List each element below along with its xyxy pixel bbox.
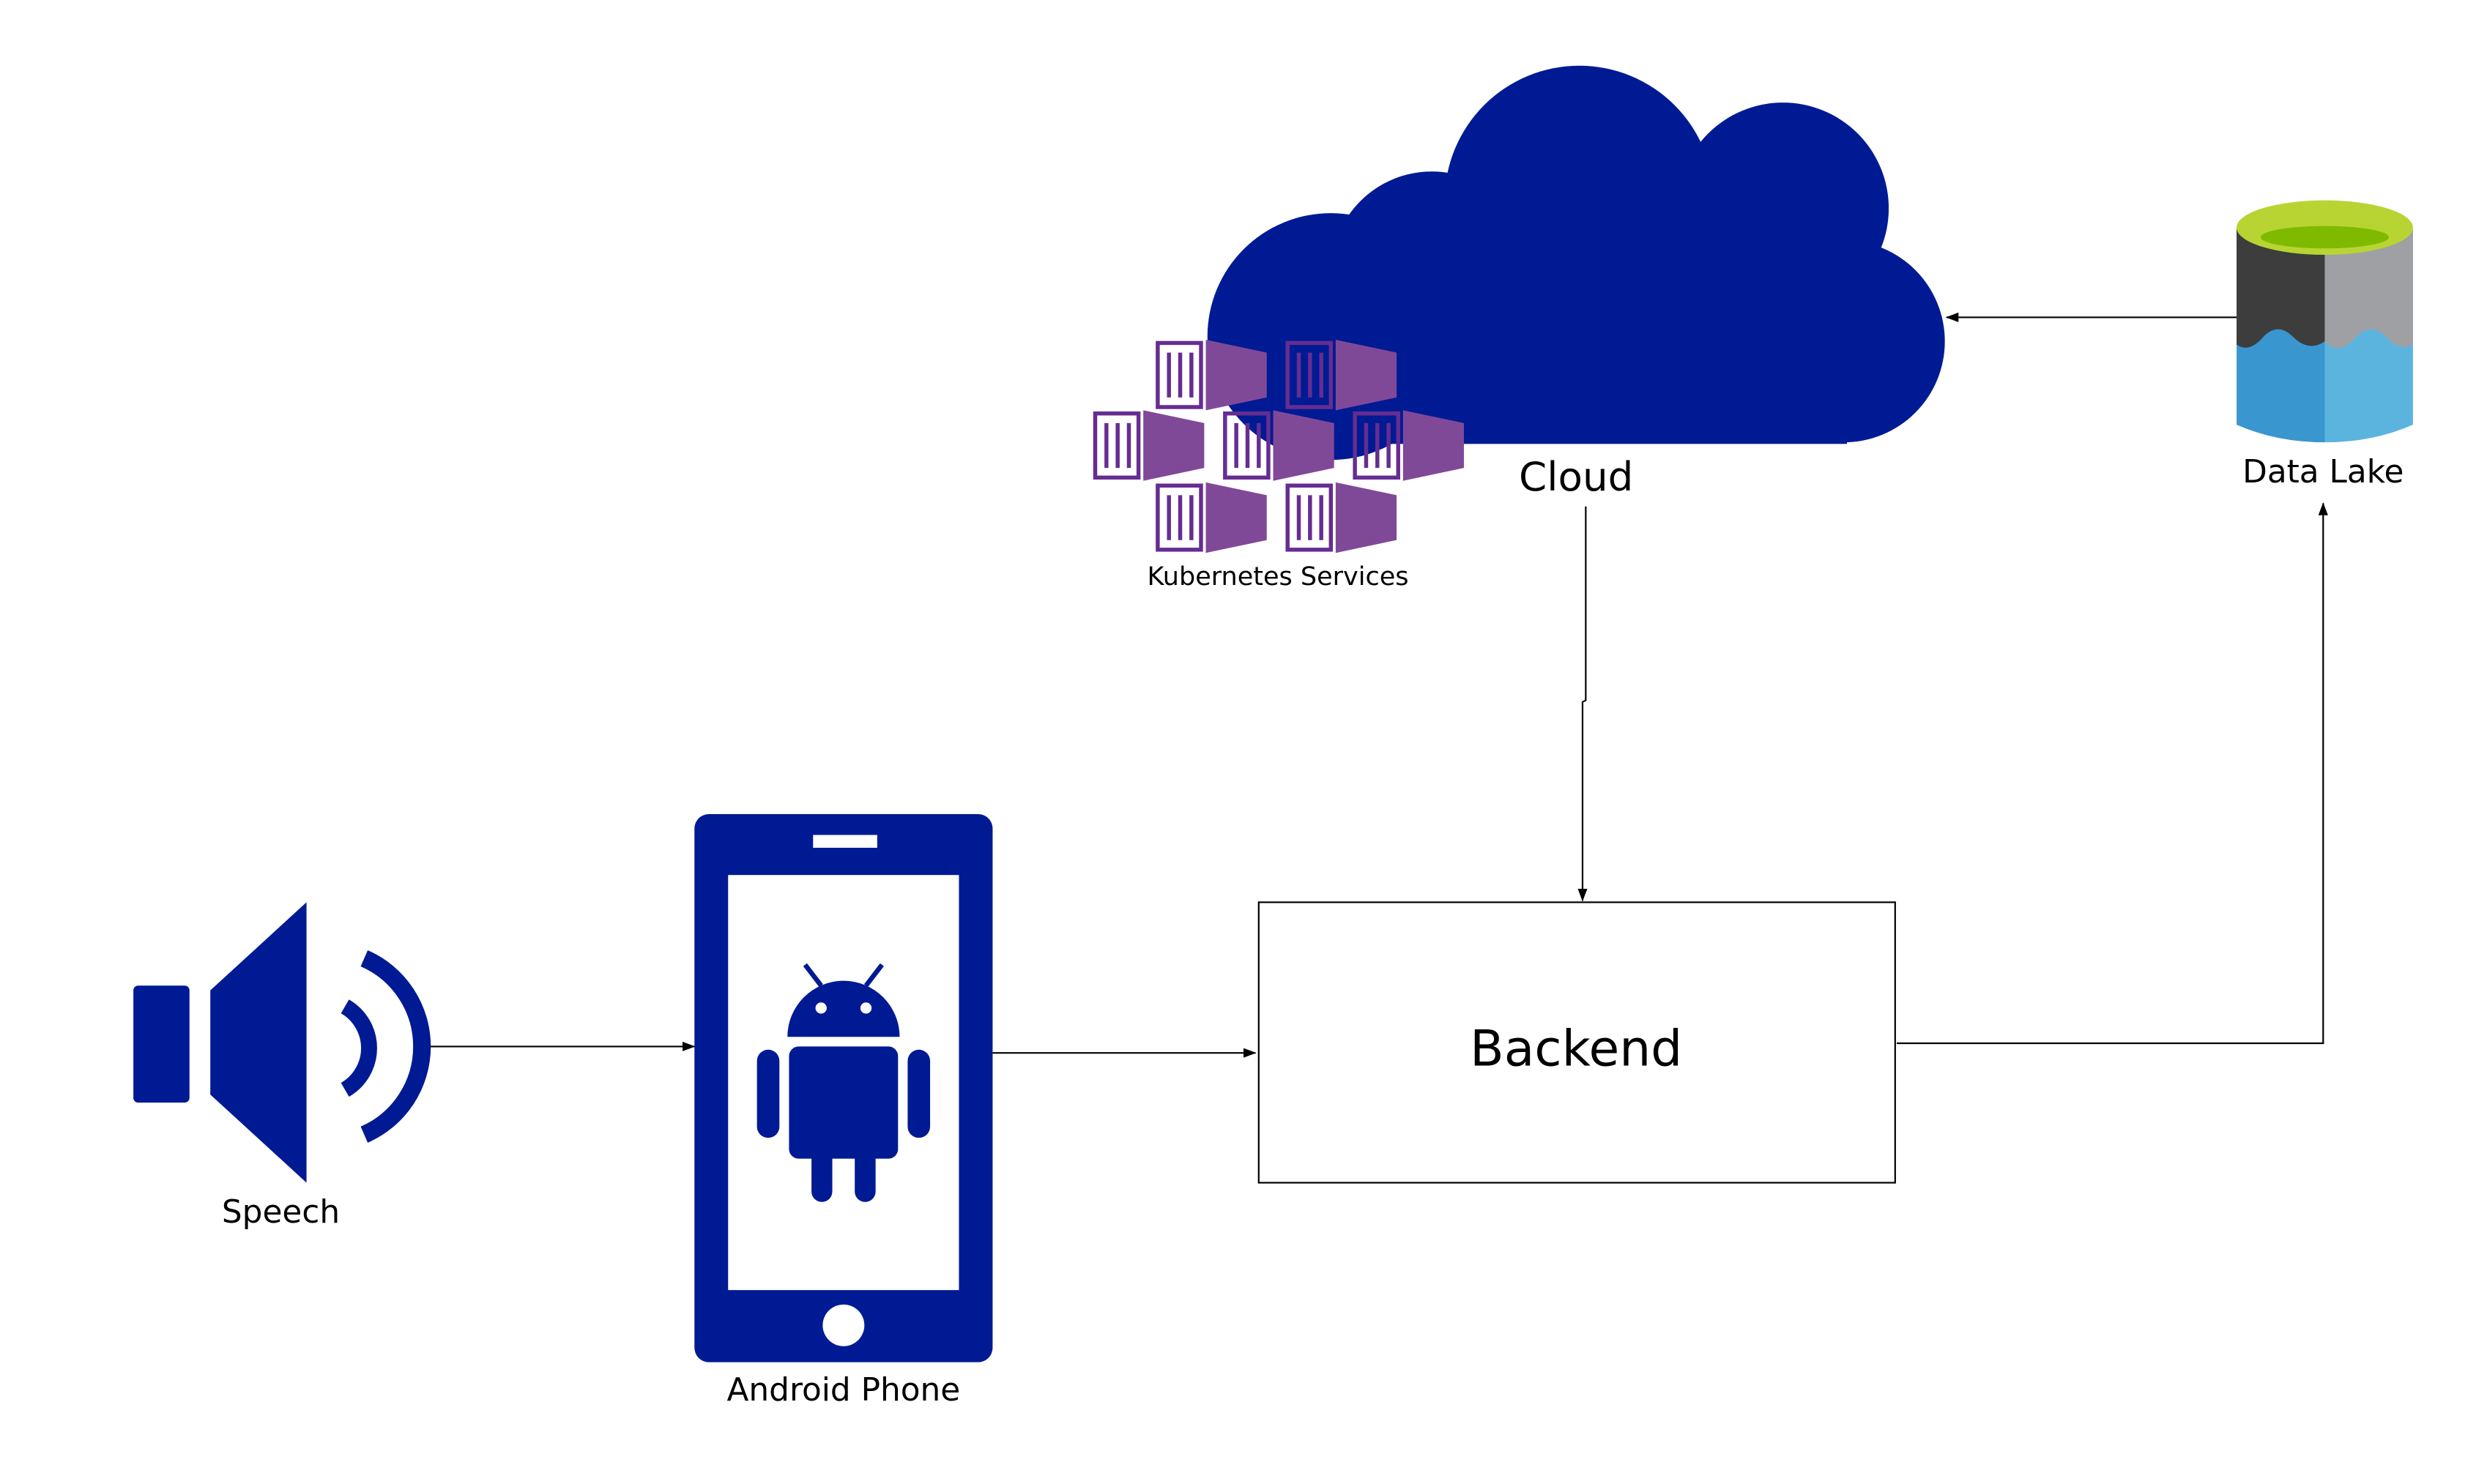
cloud-label: Cloud bbox=[1519, 453, 1633, 500]
container-icon bbox=[1285, 482, 1397, 553]
kubernetes-services-icon bbox=[1093, 340, 1464, 553]
container-icon bbox=[1353, 410, 1464, 481]
backend-label: Backend bbox=[1470, 1021, 1682, 1078]
connectors bbox=[430, 312, 2328, 1058]
android-phone-icon bbox=[694, 814, 993, 1362]
backend-box: Backend bbox=[1257, 901, 1896, 1184]
edge-cloud-to-backend bbox=[1577, 506, 1588, 902]
speech-label: Speech bbox=[222, 1193, 340, 1231]
android-phone-label: Android Phone bbox=[726, 1371, 960, 1409]
container-icon bbox=[1156, 482, 1267, 553]
data-lake-icon bbox=[2237, 200, 2413, 443]
kubernetes-services-label: Kubernetes Services bbox=[1148, 562, 1409, 592]
container-icon bbox=[1223, 410, 1334, 481]
speaker-icon bbox=[133, 902, 431, 1183]
edge-backend-to-datalake bbox=[1897, 502, 2328, 1045]
container-icon bbox=[1093, 410, 1205, 481]
cloud-icon bbox=[1207, 65, 1945, 461]
sound-wave-small bbox=[341, 999, 377, 1097]
container-icon bbox=[1285, 340, 1397, 411]
android-logo-icon bbox=[756, 963, 931, 1202]
data-lake-label: Data Lake bbox=[2242, 453, 2404, 491]
sound-wave-large bbox=[360, 950, 431, 1143]
container-icon bbox=[1156, 340, 1267, 411]
